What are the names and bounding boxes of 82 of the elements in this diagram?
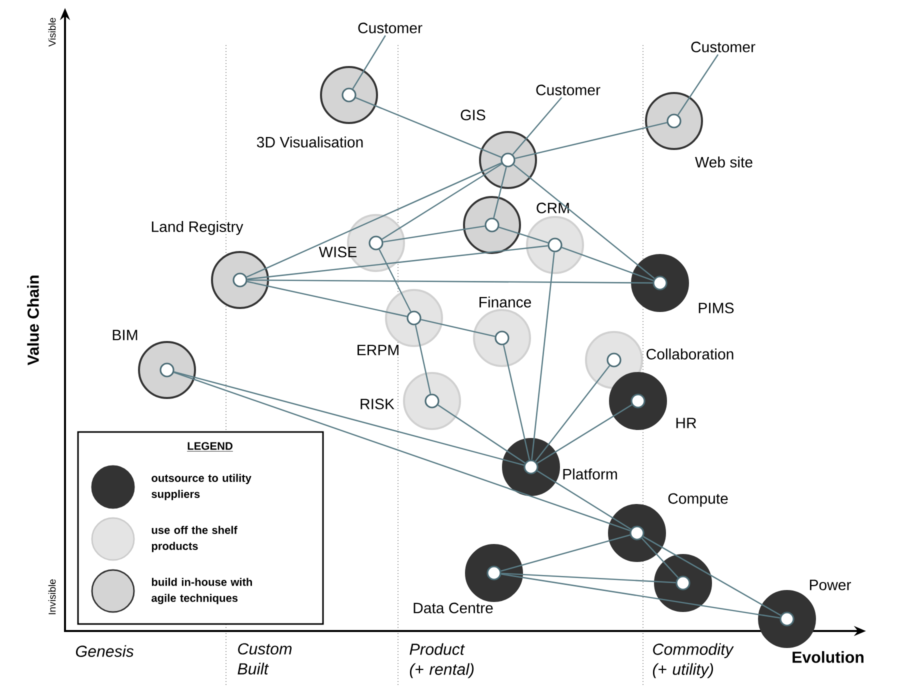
component-dot bbox=[548, 238, 562, 252]
legend-text: build in-house with agile techniques bbox=[152, 578, 252, 604]
legend-text: use off the shelf products bbox=[152, 526, 238, 552]
component-label: Data Centre bbox=[414, 602, 493, 614]
component-label: WISE bbox=[318, 246, 357, 258]
connector-line bbox=[514, 122, 668, 159]
connector-line bbox=[498, 226, 548, 244]
component-dot bbox=[666, 114, 682, 128]
connector-line bbox=[501, 572, 676, 584]
connector-line bbox=[536, 470, 632, 530]
component-label: 3D Visualisation bbox=[256, 136, 363, 148]
component-dot bbox=[368, 236, 384, 250]
component-label: Web site bbox=[695, 156, 752, 168]
customer-label: Customer bbox=[358, 22, 422, 34]
axis-title: Evolution bbox=[792, 651, 864, 663]
component-label: Platform bbox=[563, 468, 617, 480]
connector-line bbox=[513, 164, 655, 279]
component-dot bbox=[484, 218, 500, 232]
component-label: BIM bbox=[112, 330, 138, 340]
connector-line bbox=[531, 252, 555, 460]
connector-line bbox=[383, 225, 485, 243]
connector-line bbox=[643, 536, 781, 616]
customer-label: Customer bbox=[691, 42, 756, 52]
connector-line bbox=[677, 54, 719, 116]
component-dot bbox=[424, 394, 440, 408]
axis-label: Visible bbox=[48, 18, 56, 47]
connector-line bbox=[352, 35, 386, 90]
connector-line bbox=[501, 573, 780, 618]
connector-line bbox=[493, 166, 507, 218]
component-dot bbox=[342, 88, 356, 102]
component-dot bbox=[494, 330, 510, 346]
connector-line bbox=[562, 246, 654, 282]
connector-line bbox=[378, 249, 412, 312]
axis-label: Invisible bbox=[48, 579, 56, 614]
connector-line bbox=[247, 279, 653, 284]
legend-title: LEGEND bbox=[186, 442, 234, 452]
connector-line bbox=[641, 538, 679, 578]
component-dot bbox=[630, 526, 644, 540]
component-label: Finance bbox=[480, 296, 531, 308]
stage-label: Commodity (+ utility) bbox=[652, 643, 734, 678]
connector-line bbox=[246, 162, 502, 278]
component-label: ERPM bbox=[358, 344, 398, 356]
component-dot bbox=[606, 352, 622, 368]
component-label: PIMS bbox=[698, 302, 734, 314]
component-dot bbox=[500, 152, 516, 168]
connector-line bbox=[502, 344, 530, 460]
component-dot bbox=[486, 566, 502, 580]
component-label: Collaboration bbox=[646, 348, 734, 360]
connector-line bbox=[512, 97, 562, 155]
stage-label: Custom Built bbox=[238, 643, 292, 675]
component-dot bbox=[232, 272, 248, 288]
connector-line bbox=[438, 404, 526, 464]
connector-line bbox=[356, 97, 502, 158]
component-dot bbox=[676, 576, 690, 590]
legend-text: outsource to utility suppliers bbox=[152, 474, 252, 500]
connector-line bbox=[420, 318, 496, 338]
component-dot bbox=[160, 362, 174, 378]
component-label: Compute bbox=[668, 493, 728, 507]
component-dot bbox=[406, 310, 422, 326]
component-label: Land Registry bbox=[152, 221, 244, 235]
component-dot bbox=[630, 394, 646, 408]
connector-line bbox=[500, 534, 630, 572]
connector-line bbox=[534, 365, 610, 462]
axis-title: Value Chain bbox=[27, 276, 39, 366]
connector-line bbox=[536, 404, 632, 464]
stage-label: Genesis bbox=[76, 645, 134, 657]
stage-label: Product (+ rental) bbox=[410, 643, 474, 678]
component-dot bbox=[524, 460, 538, 474]
connector-line bbox=[414, 325, 432, 394]
connector-line bbox=[382, 163, 502, 240]
component-label: Power bbox=[810, 580, 851, 590]
component-label: HR bbox=[676, 418, 696, 428]
component-label: GIS bbox=[460, 110, 486, 120]
component-label: RISK bbox=[360, 398, 394, 410]
component-label: CRM bbox=[536, 202, 569, 214]
component-dot bbox=[780, 612, 794, 626]
connector-line bbox=[174, 372, 630, 532]
customer-label: Customer bbox=[536, 84, 600, 96]
component-dot bbox=[652, 276, 668, 290]
connector-line bbox=[247, 245, 548, 280]
connector-line bbox=[174, 371, 524, 466]
connector-line bbox=[247, 280, 408, 318]
